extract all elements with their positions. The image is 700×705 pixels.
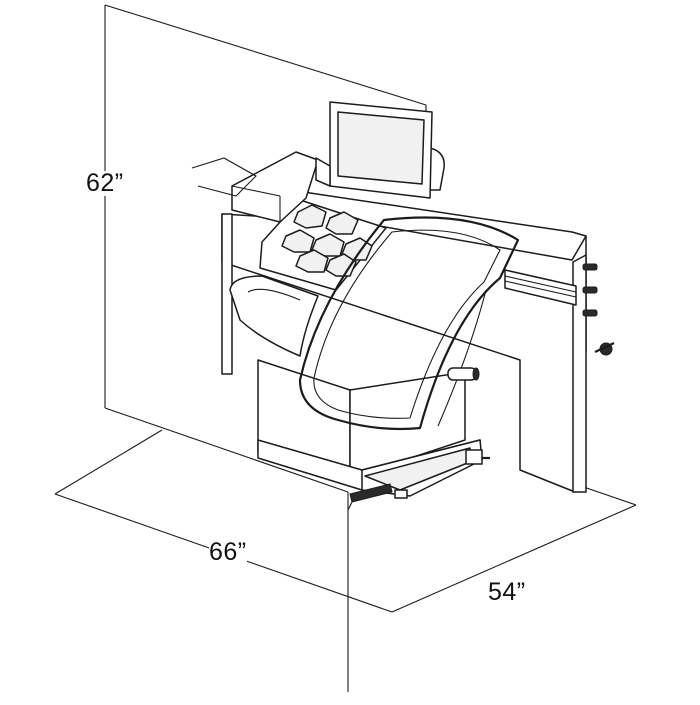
lower-cabinet-side xyxy=(349,371,466,479)
tray-cup-2 xyxy=(325,211,359,235)
accessory-pins xyxy=(582,263,615,356)
pin-1 xyxy=(582,263,598,271)
rail-groove-2 xyxy=(504,280,577,298)
monitor-screen xyxy=(337,111,425,185)
pedal-hinge xyxy=(347,501,353,511)
monitor-stand xyxy=(315,157,331,187)
width-dimension-label: 66” xyxy=(209,538,247,566)
wheel-guard xyxy=(298,216,520,431)
measurement-arm-rail xyxy=(504,269,577,306)
rear-bracket-box xyxy=(465,449,483,465)
tray-cup-1 xyxy=(293,204,327,229)
tray-cup-7 xyxy=(325,253,357,277)
tray-cup-6 xyxy=(295,249,329,273)
wheel-guard-shell xyxy=(298,216,520,431)
hood-box xyxy=(231,151,319,223)
hood-box-edge xyxy=(231,185,281,197)
floor-back-line xyxy=(104,407,349,493)
wheel-guard-inner-rim xyxy=(313,229,501,419)
tray-left-lip-inner xyxy=(247,288,301,301)
balancer-shaft xyxy=(447,367,480,381)
wheel-guard-fold xyxy=(437,289,487,427)
depth-dimension-label: 54” xyxy=(488,578,526,606)
pedal-bracket xyxy=(394,489,408,499)
left-post xyxy=(221,213,233,375)
foot-pedal xyxy=(347,483,408,511)
shaft xyxy=(447,367,477,381)
height-dimension-label: 62” xyxy=(86,169,124,197)
control-head xyxy=(231,101,445,223)
rear-bracket xyxy=(465,449,490,465)
monitor-arm xyxy=(429,147,445,191)
pin-2 xyxy=(582,286,598,294)
pin-knob-shaft xyxy=(594,342,615,353)
left-feeler xyxy=(191,157,257,197)
top-rail xyxy=(289,189,615,356)
tray-left-lip xyxy=(229,275,319,357)
depth-dimension-line xyxy=(391,504,637,613)
feeler-outline xyxy=(191,157,257,197)
pin-3 xyxy=(582,309,598,317)
weight-tray xyxy=(229,199,387,357)
rail-groove-1 xyxy=(504,275,577,293)
top-envelope-line xyxy=(104,4,427,106)
pedal-plate xyxy=(349,483,393,503)
left-floor-extension-line xyxy=(54,429,163,495)
shaft-end xyxy=(472,367,480,381)
